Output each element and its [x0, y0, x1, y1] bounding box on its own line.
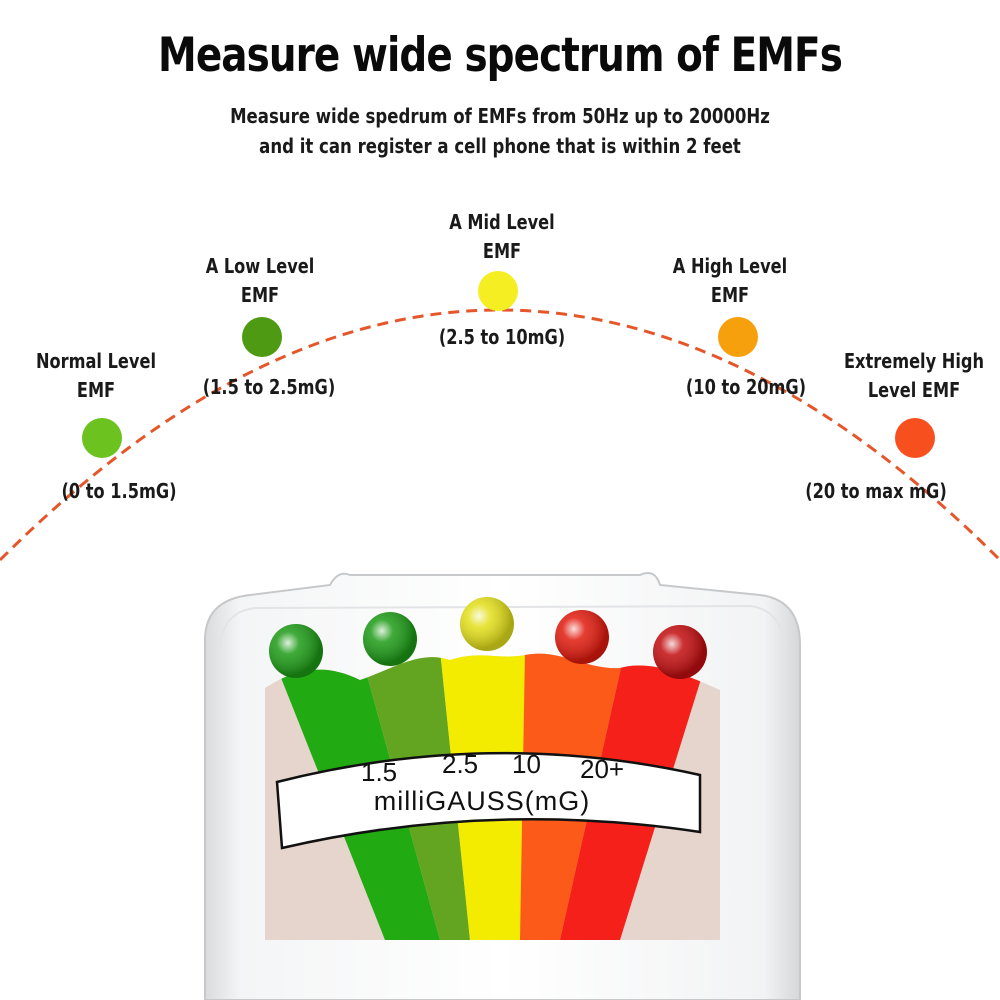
level-low-label-line1: A Low Level [205, 254, 315, 278]
level-high-label-line1: A High Level [672, 254, 788, 278]
scale-label-3: 10 [512, 749, 541, 779]
level-extreme-label-line1: Extremely High [843, 349, 985, 373]
level-normal-label-line2: EMF [76, 378, 116, 402]
scale-label-4: 20+ [580, 754, 625, 784]
headline: Measure wide spectrum of EMFs [158, 28, 843, 83]
level-high-label: A High Level EMF [640, 252, 820, 310]
level-normal-dot [82, 418, 122, 458]
level-mid-label: A Mid Level EMF [412, 208, 592, 266]
scale-label-2: 2.5 [442, 749, 479, 779]
subheadline-line-2: and it can register a cell phone that is… [259, 134, 741, 158]
level-low-label: A Low Level EMF [170, 252, 350, 310]
level-extreme-range: (20 to max mG) [805, 479, 947, 503]
scale-unit-label: milliGAUSS(mG) [373, 786, 591, 816]
level-low-label-line2: EMF [240, 283, 280, 307]
level-extreme-label: Extremely High Level EMF [824, 347, 1000, 405]
level-extreme-label-line2: Level EMF [867, 378, 961, 402]
level-normal-range: (0 to 1.5mG) [61, 479, 177, 503]
level-low-range: (1.5 to 2.5mG) [202, 375, 336, 399]
level-normal-label-line1: Normal Level [35, 349, 157, 373]
level-extreme-dot [895, 418, 935, 458]
scale-label-1: 1.5 [361, 757, 398, 787]
scale-banner [275, 751, 702, 850]
level-mid-dot [478, 271, 518, 311]
level-high-label-line2: EMF [710, 283, 750, 307]
level-high-range: (10 to 20mG) [685, 375, 807, 399]
meter-leds [269, 597, 707, 679]
level-mid-range: (2.5 to 10mG) [438, 325, 566, 349]
level-mid-label-line1: A Mid Level [449, 210, 555, 234]
level-normal-label: Normal Level EMF [6, 347, 186, 405]
level-high-dot [718, 317, 758, 357]
level-mid-label-line2: EMF [482, 239, 522, 263]
subheadline-line-1: Measure wide spedrum of EMFs from 50Hz u… [230, 104, 770, 128]
level-low-dot [242, 317, 282, 357]
